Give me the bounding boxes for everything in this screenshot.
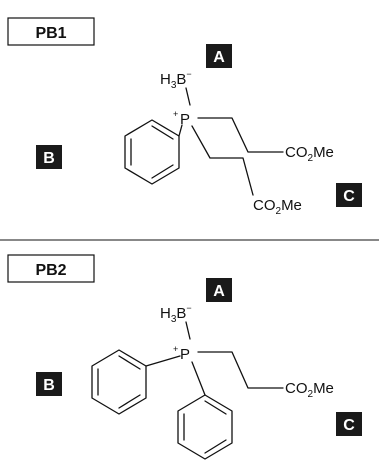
alkyl-chain-lower <box>191 125 254 196</box>
subscript-3: 3 <box>171 80 177 91</box>
panel-title: PB1 <box>35 25 66 42</box>
ester-group-lower: CO2Me <box>253 197 302 217</box>
panel-title-box <box>7 17 95 46</box>
label-b: B <box>43 150 55 167</box>
aromatic-double-bond <box>118 355 141 370</box>
label-badge-a <box>206 44 232 68</box>
phosphorus-phenyl-bond <box>145 355 181 367</box>
phosphorus-atom: P <box>180 346 190 363</box>
label-badge-c <box>336 183 362 207</box>
borane-group: H3B− <box>160 69 192 91</box>
panel-title: PB2 <box>35 262 66 279</box>
boron-atom: B <box>176 71 186 88</box>
phenyl-ring <box>91 349 147 415</box>
ester-group: CO2Me <box>285 380 334 400</box>
phosphorus-atom: P <box>180 111 190 128</box>
aromatic-double-bond <box>118 394 141 409</box>
phosphorus-phenyl-bond <box>178 124 183 137</box>
aromatic-double-bond <box>204 439 227 454</box>
phenyl-ring <box>124 119 180 185</box>
label-badge-b <box>36 372 62 396</box>
borane-group: H3B− <box>160 303 192 325</box>
label-c: C <box>343 417 355 434</box>
subscript-3: 3 <box>171 314 177 325</box>
label-b: B <box>43 377 55 394</box>
label-badge-b <box>36 145 62 169</box>
hydrogen-atom: H <box>160 71 171 88</box>
boron-phosphorus-bond <box>185 87 191 106</box>
label-badge-c <box>336 412 362 436</box>
boron-atom: B <box>176 305 186 322</box>
positive-charge: + <box>173 109 178 119</box>
phosphorus-phenyl-bond <box>191 361 206 396</box>
aromatic-double-bond <box>151 164 174 179</box>
panel-pb1: PB1 H3B− + P CO2Me CO2Me A B C <box>7 17 362 217</box>
label-badge-a <box>206 278 232 302</box>
positive-charge: + <box>173 344 178 354</box>
label-a: A <box>213 49 225 66</box>
boron-phosphorus-bond <box>185 321 191 340</box>
negative-charge: − <box>186 69 191 79</box>
phenyl-ring <box>177 394 233 460</box>
hydrogen-atom: H <box>160 305 171 322</box>
label-a: A <box>213 283 225 300</box>
ester-group-upper: CO2Me <box>285 144 334 164</box>
negative-charge: − <box>186 303 191 313</box>
alkyl-chain <box>197 351 284 389</box>
aromatic-double-bond <box>204 400 227 415</box>
panel-pb2: PB2 H3B− + P CO2Me A B C <box>7 254 362 460</box>
panel-title-box <box>7 254 95 283</box>
aromatic-double-bond <box>151 125 174 140</box>
alkyl-chain-upper <box>197 117 284 153</box>
label-c: C <box>343 188 355 205</box>
